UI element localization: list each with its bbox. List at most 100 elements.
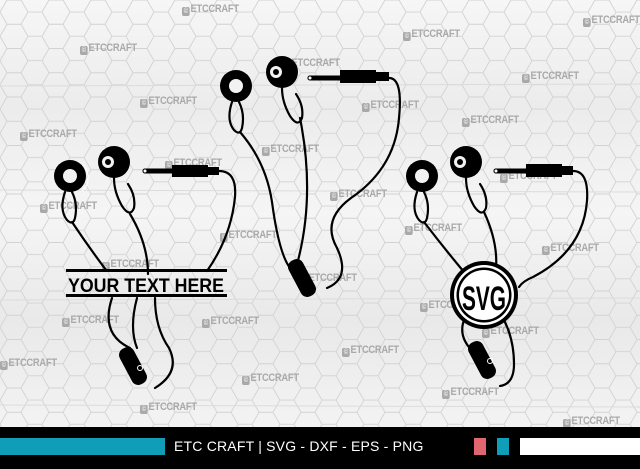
hexagon-wood-background	[0, 0, 640, 427]
watermark-label: ETCCRAFT	[308, 272, 358, 284]
earbuds-design-middle	[220, 56, 401, 297]
watermark-label: ETCCRAFT	[370, 99, 420, 111]
copyright-icon: ©	[40, 204, 48, 213]
copyright-icon: ©	[462, 118, 470, 127]
etccraft-watermark: ©ETCCRAFT	[20, 128, 77, 141]
earbuds-artwork: YOUR TEXT HERE	[54, 56, 589, 390]
pink-accent-square	[474, 438, 486, 455]
watermark-label: ETCCRAFT	[28, 128, 78, 140]
copyright-icon: ©	[0, 361, 8, 370]
copyright-icon: ©	[220, 233, 228, 242]
copyright-icon: ©	[342, 348, 350, 357]
earbud-icon	[54, 160, 89, 192]
monogram-circle	[450, 261, 518, 329]
copyright-icon: ©	[330, 192, 338, 201]
watermark-label: ETCCRAFT	[70, 314, 120, 326]
etccraft-watermark: ©ETCCRAFT	[583, 14, 640, 27]
etccraft-watermark: ©ETCCRAFT	[542, 242, 599, 255]
watermark-label: ETCCRAFT	[591, 14, 640, 26]
etccraft-watermark: ©ETCCRAFT	[202, 315, 259, 328]
copyright-icon: ©	[182, 7, 190, 16]
watermark-label: ETCCRAFT	[210, 315, 260, 327]
copyright-icon: ©	[482, 329, 490, 338]
watermark-label: ETCCRAFT	[8, 357, 58, 369]
watermark-label: ETCCRAFT	[250, 372, 300, 384]
watermark-label: ETCCRAFT	[550, 242, 600, 254]
banner-text: YOUR TEXT HERE	[68, 276, 224, 297]
watermark-label: ETCCRAFT	[270, 143, 320, 155]
etccraft-watermark: ©ETCCRAFT	[442, 386, 499, 399]
etccraft-watermark: ©ETCCRAFT	[40, 200, 97, 213]
watermark-label: ETCCRAFT	[88, 42, 138, 54]
format-footer-bar: ETC CRAFT | SVG - DXF - EPS - PNG	[0, 427, 640, 469]
copyright-icon: ©	[242, 376, 250, 385]
etccraft-watermark: ©ETCCRAFT	[182, 3, 239, 16]
copyright-icon: ©	[563, 419, 571, 428]
watermark-label: ETCCRAFT	[571, 415, 621, 427]
earbud-icon	[450, 146, 482, 178]
watermark-label: ETCCRAFT	[148, 401, 198, 413]
watermark-label: ETCCRAFT	[291, 57, 341, 69]
remote-control-icon	[119, 347, 147, 385]
earbud-icon	[266, 56, 298, 88]
etccraft-watermark: ©ETCCRAFT	[563, 415, 620, 428]
watermark-label: ETCCRAFT	[411, 28, 461, 40]
watermark-label: ETCCRAFT	[228, 229, 278, 241]
copyright-icon: ©	[62, 318, 70, 327]
etccraft-watermark: ©ETCCRAFT	[342, 344, 399, 357]
etccraft-watermark: ©ETCCRAFT	[140, 95, 197, 108]
etccraft-watermark: ©ETCCRAFT	[462, 114, 519, 127]
footer-format-label: ETC CRAFT | SVG - DXF - EPS - PNG	[174, 438, 424, 454]
copyright-icon: ©	[442, 390, 450, 399]
teal-accent-square	[497, 438, 509, 455]
copyright-icon: ©	[102, 262, 110, 271]
copyright-icon: ©	[420, 303, 428, 312]
etccraft-watermark: ©ETCCRAFT	[262, 143, 319, 156]
watermark-label: ETCCRAFT	[48, 200, 98, 212]
etccraft-watermark: ©ETCCRAFT	[220, 229, 277, 242]
watermark-label: ETCCRAFT	[530, 70, 580, 82]
etccraft-watermark: ©ETCCRAFT	[140, 401, 197, 414]
audio-jack-icon	[142, 165, 219, 177]
earbuds-design-right	[406, 146, 589, 388]
teal-accent-bar	[0, 438, 165, 455]
etccraft-watermark: ©ETCCRAFT	[242, 372, 299, 385]
copyright-icon: ©	[20, 132, 28, 141]
watermark-label: ETCCRAFT	[450, 386, 500, 398]
white-accent-bar	[520, 438, 640, 455]
monogram-text: SVG	[462, 280, 506, 318]
watermark-label: ETCCRAFT	[470, 114, 520, 126]
copyright-icon: ©	[262, 147, 270, 156]
etccraft-watermark: ©ETCCRAFT	[0, 357, 57, 370]
watermark-label: ETCCRAFT	[490, 325, 540, 337]
audio-jack-icon	[493, 164, 573, 177]
watermark-label: ETCCRAFT	[148, 95, 198, 107]
copyright-icon: ©	[202, 319, 210, 328]
earbud-icon	[220, 70, 252, 102]
earbuds-design-left	[54, 146, 237, 390]
etccraft-watermark: ©ETCCRAFT	[522, 70, 579, 83]
copyright-icon: ©	[522, 74, 530, 83]
copyright-icon: ©	[362, 103, 370, 112]
copyright-icon: ©	[140, 405, 148, 414]
etccraft-watermark: ©ETCCRAFT	[403, 28, 460, 41]
copyright-icon: ©	[80, 46, 88, 55]
audio-jack-icon	[307, 70, 389, 83]
etccraft-watermark: ©ETCCRAFT	[482, 325, 539, 338]
remote-control-icon	[468, 341, 496, 379]
remote-control-icon	[288, 259, 316, 297]
copyright-icon: ©	[583, 18, 591, 27]
copyright-icon: ©	[140, 99, 148, 108]
etccraft-watermark: ©ETCCRAFT	[362, 99, 419, 112]
hexagon-pattern	[0, 0, 640, 427]
watermark-label: ETCCRAFT	[190, 3, 240, 15]
earbud-icon	[406, 160, 438, 192]
copyright-icon: ©	[165, 161, 173, 170]
copyright-icon: ©	[542, 246, 550, 255]
watermark-label: ETCCRAFT	[350, 344, 400, 356]
earbud-icon	[98, 146, 130, 178]
copyright-icon: ©	[405, 226, 413, 235]
copyright-icon: ©	[403, 32, 411, 41]
etccraft-watermark: ©ETCCRAFT	[62, 314, 119, 327]
